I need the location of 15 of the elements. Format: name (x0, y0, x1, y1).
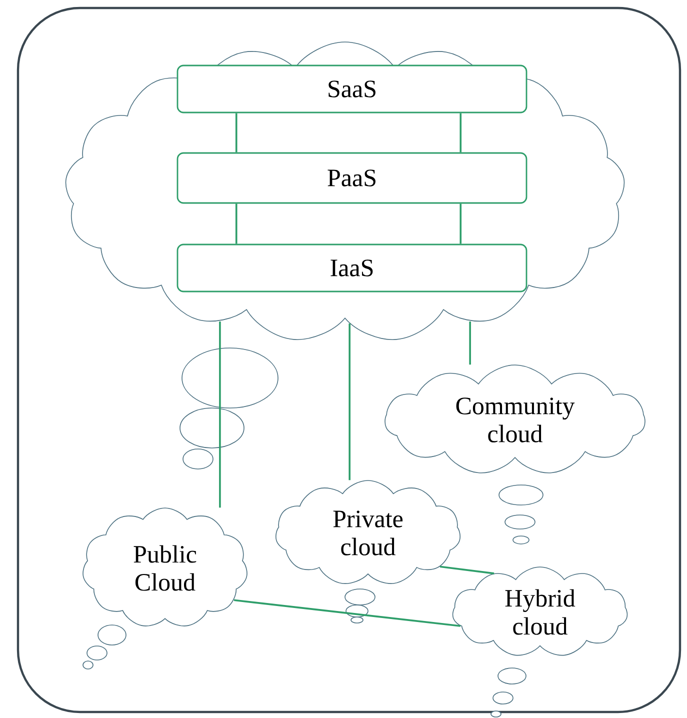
connector-line (219, 321, 221, 508)
layer-box: SaaS (176, 64, 528, 114)
connector-line (235, 113, 238, 152)
connector-line (460, 204, 462, 244)
connector-line (469, 322, 471, 365)
cloud-node: Hybrid cloud (452, 566, 628, 718)
layer-box: PaaS (176, 152, 528, 204)
connector-line (234, 599, 461, 627)
cloud-node: Public Cloud (82, 508, 248, 670)
layer-box: IaaS (176, 244, 528, 292)
connector-line (348, 324, 350, 480)
cloud-node: Private cloud (276, 480, 460, 624)
connector-line (235, 204, 238, 244)
connector-line (460, 113, 462, 152)
connector-line (440, 566, 494, 574)
